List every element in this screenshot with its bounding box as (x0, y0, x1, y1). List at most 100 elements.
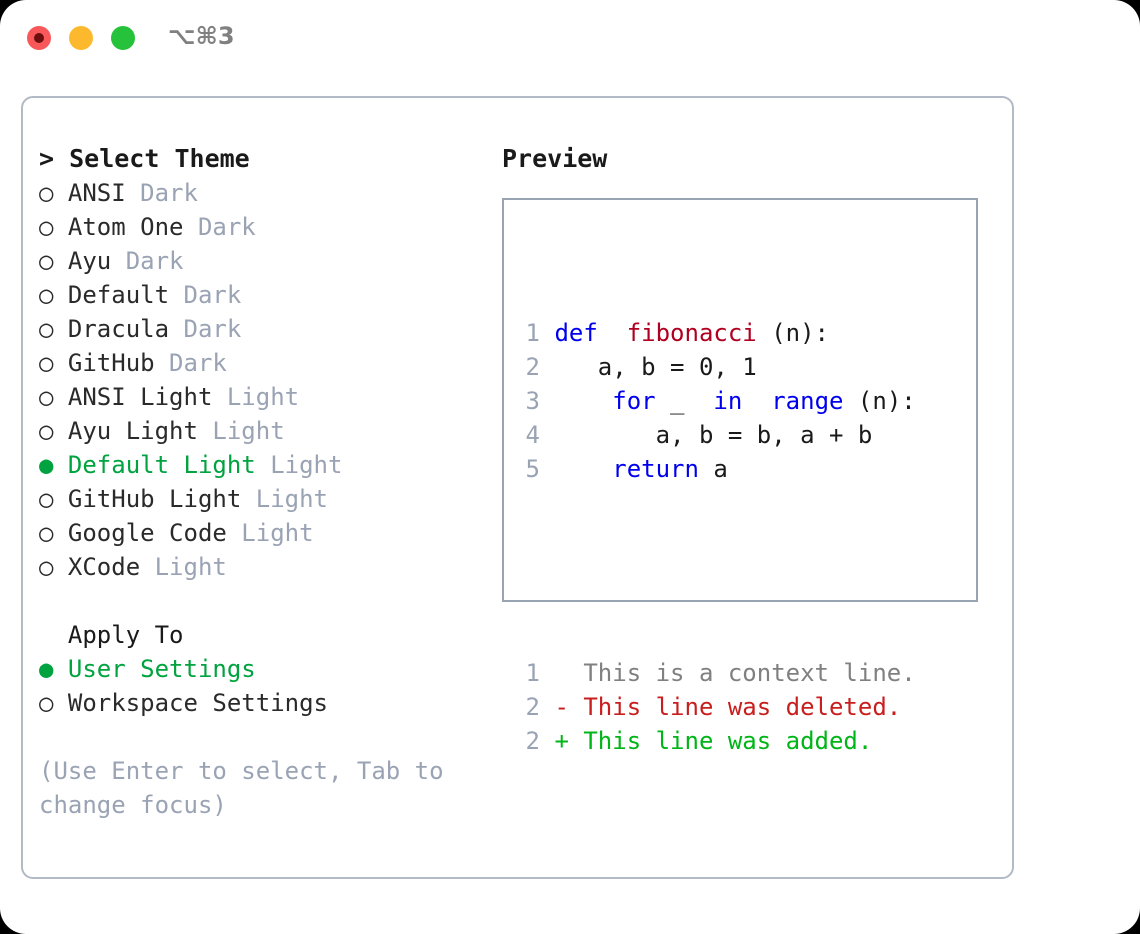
radio-unselected-icon: ○ (39, 485, 54, 513)
theme-mode-tag: Light (197, 417, 285, 445)
theme-mode-tag: Dark (183, 213, 256, 241)
theme-name: Default (53, 281, 170, 309)
theme-name: ANSI (53, 179, 126, 207)
theme-list-item[interactable]: ○ XCode Light (39, 550, 489, 584)
code-line: 1 def fibonacci (n): (520, 316, 916, 350)
apply-to-label: User Settings (53, 655, 256, 683)
radio-selected-icon: ● (39, 451, 54, 479)
code-token: (n): (756, 319, 829, 347)
list-spacer (39, 584, 489, 618)
apply-to-label: Workspace Settings (53, 689, 328, 717)
theme-list-item[interactable]: ○ Google Code Light (39, 516, 489, 550)
theme-name: Google Code (53, 519, 227, 547)
line-number: 4 (525, 421, 540, 449)
code-line: 2 a, b = 0, 1 (520, 350, 916, 384)
radio-unselected-icon: ○ (39, 689, 54, 717)
theme-mode-tag: Light (241, 485, 328, 513)
theme-mode-tag: Light (140, 553, 227, 581)
minimize-button[interactable] (69, 26, 93, 50)
radio-unselected-icon: ○ (39, 553, 54, 581)
diff-sample: 1 This is a context line.2 - This line w… (520, 656, 916, 758)
code-token: - This line was deleted. (540, 693, 902, 721)
theme-list-item[interactable]: ○ Atom One Dark (39, 210, 489, 244)
code-token: return (597, 455, 699, 483)
theme-name: ANSI Light (53, 383, 213, 411)
theme-name: Dracula (53, 315, 170, 343)
diff-line: 1 This is a context line. (520, 656, 916, 690)
theme-list-item[interactable]: ○ GitHub Light Light (39, 482, 489, 516)
theme-picker-header: > Select Theme (39, 144, 250, 173)
theme-list-item[interactable]: ○ Default Dark (39, 278, 489, 312)
code-token: a, b = 0, 1 (540, 353, 757, 381)
theme-list-item[interactable]: ○ ANSI Dark (39, 176, 489, 210)
theme-mode-tag: Light (255, 451, 343, 479)
code-token: _ (655, 387, 699, 415)
code-token: range (756, 387, 844, 415)
apply-to-header: Apply To (39, 621, 184, 649)
radio-unselected-icon: ○ (39, 213, 54, 241)
line-number: 3 (525, 387, 540, 415)
theme-list-item[interactable]: ○ Dracula Dark (39, 312, 489, 346)
apply-to-item[interactable]: ○ Workspace Settings (39, 686, 489, 720)
radio-unselected-icon: ○ (39, 281, 54, 309)
theme-list-item[interactable]: ○ Ayu Dark (39, 244, 489, 278)
code-token: This is a context line. (540, 659, 916, 687)
theme-name: GitHub Light (53, 485, 242, 513)
radio-unselected-icon: ○ (39, 383, 54, 411)
code-token (540, 387, 598, 415)
code-token (742, 387, 756, 415)
close-button[interactable] (27, 26, 51, 50)
theme-mode-tag: Dark (154, 349, 227, 377)
radio-unselected-icon: ○ (39, 417, 54, 445)
line-number: 2 (525, 353, 540, 381)
theme-list-item[interactable]: ○ GitHub Dark (39, 346, 489, 380)
diff-line: 2 - This line was deleted. (520, 690, 916, 724)
code-line: 4 a, b = b, a + b (520, 418, 916, 452)
preview-column: Preview 1 def fibonacci (n):2 a, b = 0, … (502, 142, 1002, 755)
theme-name: Ayu Light (53, 417, 198, 445)
theme-name: Default Light (53, 451, 256, 479)
code-token: for (597, 387, 656, 415)
code-blank-line (520, 554, 916, 588)
preview-header: Preview (502, 144, 608, 173)
theme-list-item[interactable]: ○ ANSI Light Light (39, 380, 489, 414)
maximize-button[interactable] (111, 26, 135, 50)
theme-name: Atom One (53, 213, 184, 241)
radio-unselected-icon: ○ (39, 349, 54, 377)
radio-selected-icon: ● (39, 655, 54, 683)
keyboard-hint: (Use Enter to select, Tab to change focu… (39, 757, 459, 819)
code-token: fibonacci (612, 319, 757, 347)
radio-unselected-icon: ○ (39, 179, 54, 207)
theme-picker-column: > Select Theme ○ ANSI Dark○ Atom One Dar… (39, 142, 489, 822)
theme-name: Ayu (53, 247, 112, 275)
window-title: ⌥⌘3 (168, 22, 235, 50)
code-token (540, 455, 598, 483)
theme-list-item[interactable]: ○ Ayu Light Light (39, 414, 489, 448)
theme-mode-tag: Dark (169, 315, 242, 343)
main-panel: > Select Theme ○ ANSI Dark○ Atom One Dar… (21, 96, 1014, 879)
theme-name: XCode (53, 553, 141, 581)
code-line: 3 for _ in range (n): (520, 384, 916, 418)
code-token: + This line was added. (540, 727, 873, 755)
theme-list[interactable]: ○ ANSI Dark○ Atom One Dark○ Ayu Dark○ De… (39, 176, 489, 584)
theme-name: GitHub (53, 349, 155, 377)
diff-line: 2 + This line was added. (520, 724, 916, 758)
theme-mode-tag: Dark (125, 179, 198, 207)
code-token: in (698, 387, 743, 415)
line-number: 5 (525, 455, 540, 483)
apply-to-list[interactable]: ● User Settings○ Workspace Settings (39, 652, 489, 720)
theme-mode-tag: Light (226, 519, 314, 547)
code-token: def (540, 319, 613, 347)
radio-unselected-icon: ○ (39, 315, 54, 343)
line-number: 2 (525, 693, 540, 721)
window-controls (27, 26, 135, 50)
theme-list-item[interactable]: ● Default Light Light (39, 448, 489, 482)
apply-to-item[interactable]: ● User Settings (39, 652, 489, 686)
radio-unselected-icon: ○ (39, 519, 54, 547)
theme-mode-tag: Light (212, 383, 300, 411)
code-token: (n): (843, 387, 916, 415)
